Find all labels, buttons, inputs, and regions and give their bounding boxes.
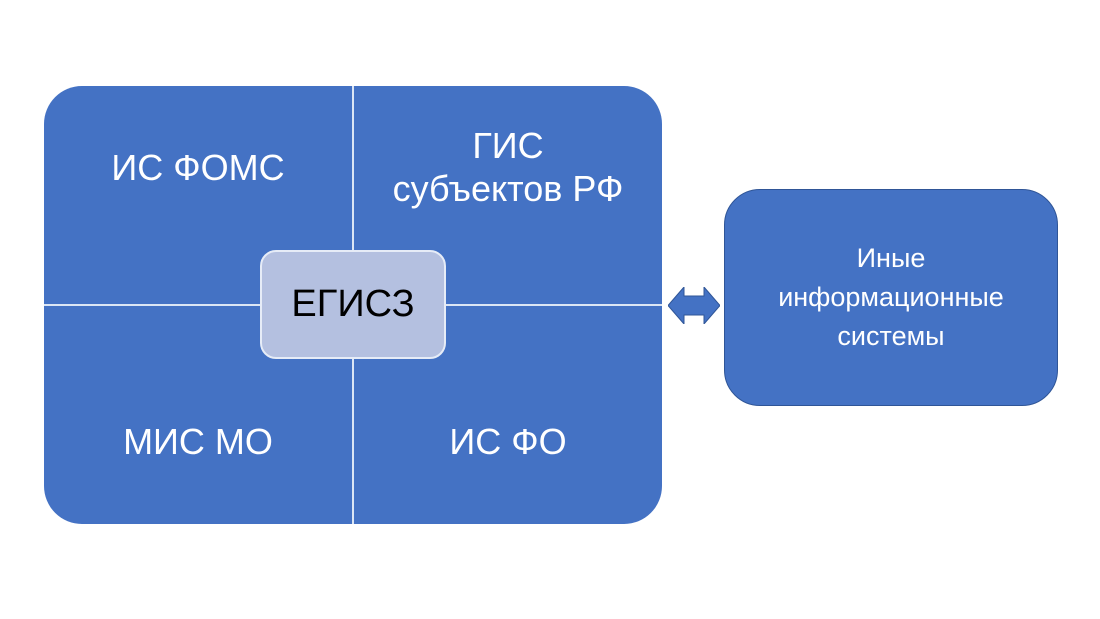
center-egisz-box: ЕГИСЗ: [260, 250, 446, 359]
other-systems-box: Иные информационные системы: [724, 189, 1058, 406]
other-line2: информационные: [778, 281, 1004, 312]
quadrant-is-foms: ИС ФОМС: [111, 147, 285, 188]
quadrant-gis-line2: субъектов РФ: [392, 168, 624, 210]
quadrant-gis-line1: ГИС: [472, 125, 544, 166]
double-arrow-icon: [668, 287, 720, 324]
other-line1: Иные: [856, 242, 926, 273]
other-systems-text: Иные информационные системы: [778, 239, 1004, 356]
center-label: ЕГИСЗ: [291, 283, 415, 325]
egisz-matrix: ИС ФОМС ГИС субъектов РФ МИС МО ИС ФО: [44, 86, 662, 524]
quadrant-mis-mo: МИС МО: [123, 421, 273, 462]
other-line3: системы: [837, 321, 945, 352]
quadrant-gis-subjects: ГИС субъектов РФ: [354, 124, 662, 210]
quadrant-is-fo: ИС ФО: [449, 421, 567, 462]
